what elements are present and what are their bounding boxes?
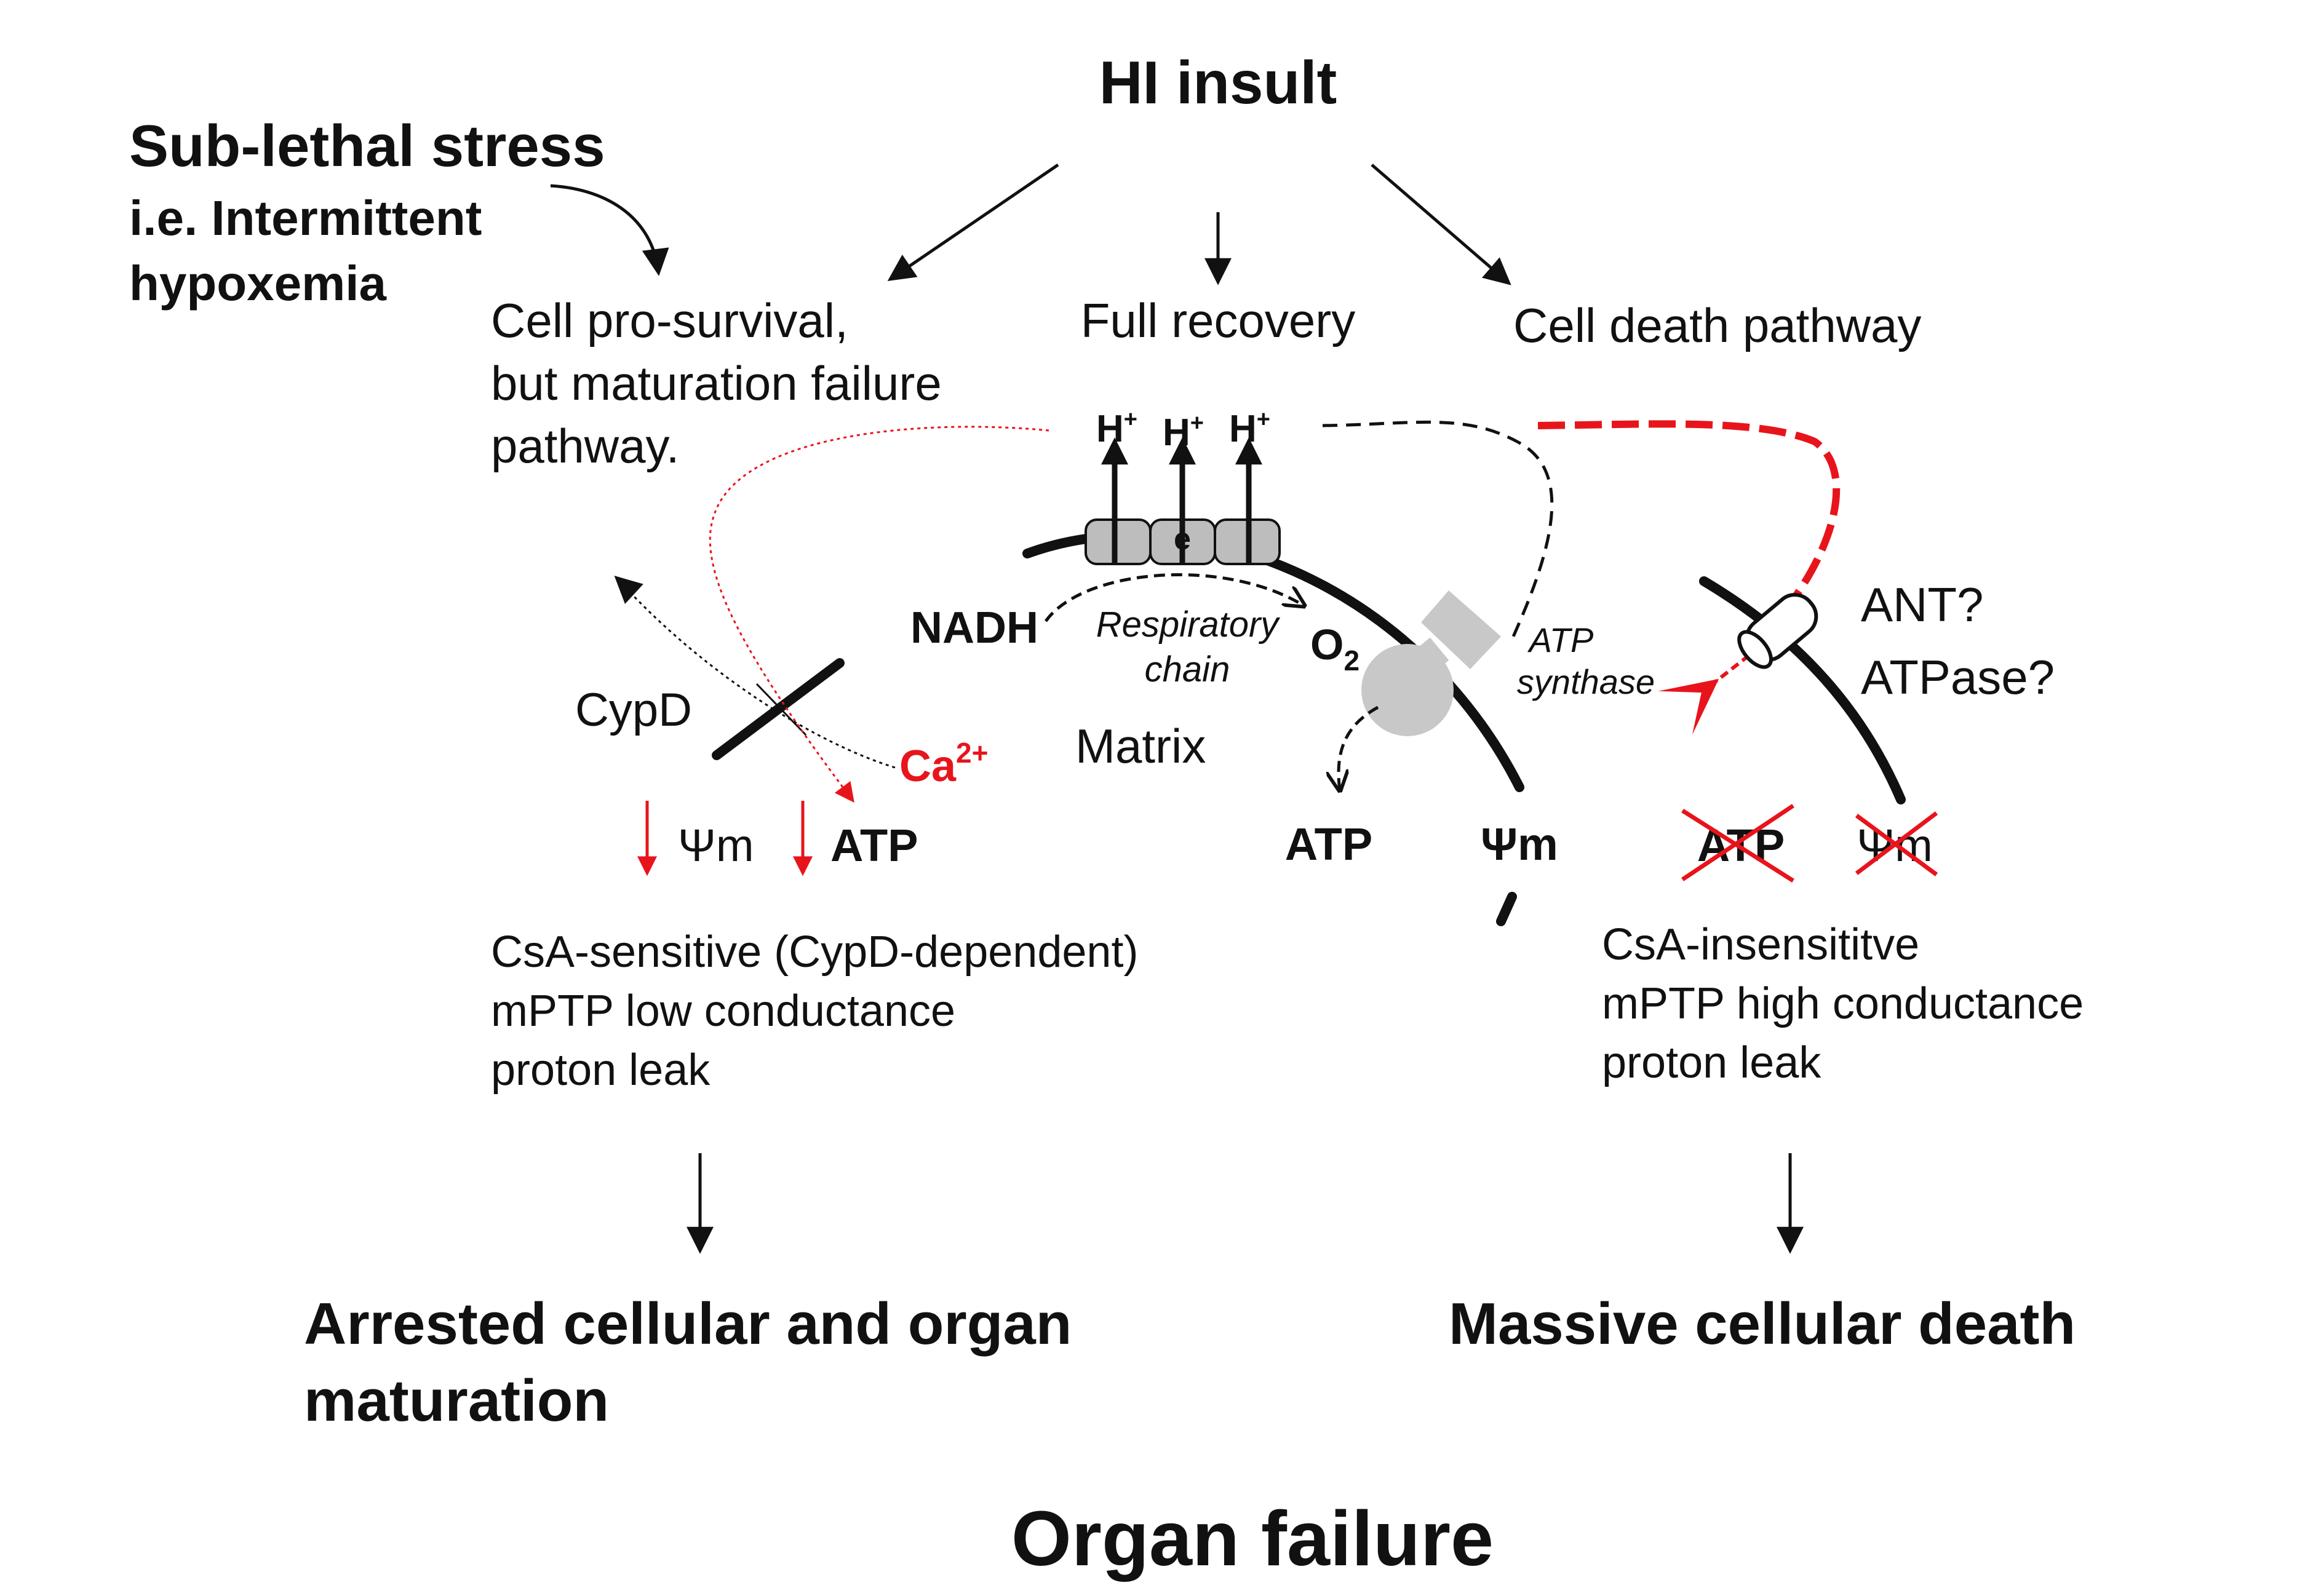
right-desc-line-2: mPTP high conductance (1602, 979, 2084, 1028)
oxygen-label: O2 (1310, 621, 1359, 677)
nadh-label: NADH (910, 603, 1038, 653)
psi-m-left-label: Ψm (678, 820, 754, 871)
pro-survival-line-3: pathway. (491, 419, 679, 473)
red-dashed-channel-path (1537, 420, 1841, 602)
left-desc-line-2: mPTP low conductance (491, 987, 955, 1036)
stress-line-1: i.e. Intermittent (129, 191, 482, 245)
stress-arrow (550, 184, 669, 276)
atp-synthase-line-2: synthase (1517, 662, 1655, 701)
calcium-leak-arrowhead (614, 576, 643, 605)
full-recovery-label: Full recovery (1081, 293, 1355, 347)
result-left-line-2: maturation (304, 1368, 609, 1434)
proton-return-dashed (1322, 420, 1554, 638)
atp-synthase-shape (1361, 590, 1501, 736)
proton-label-1: H+ (1096, 407, 1137, 450)
electron-flow-arrow (1044, 573, 1304, 622)
right-desc-line-1: CsA-insensititve (1602, 920, 1919, 969)
result-right-label: Massive cellular death (1449, 1291, 2076, 1357)
synthase-body (1361, 644, 1454, 736)
ant-channel-icon (1737, 593, 1818, 669)
arrow-to-cell-death (1371, 164, 1511, 285)
outer-membrane-arc (1699, 576, 1906, 804)
cypd-pore-bar (712, 658, 845, 760)
left-desc-line-3: proton leak (491, 1046, 711, 1095)
complex-1 (1085, 518, 1152, 565)
organ-failure-title: Organ failure (1011, 1495, 1494, 1582)
calcium-leak-dotted-path (618, 580, 896, 769)
atpase-label: ATPase? (1861, 650, 2055, 704)
synthase-head (1421, 590, 1501, 669)
calcium-label: Ca2+ (899, 737, 989, 791)
psi-cross-line-2 (1855, 814, 1938, 876)
atp-center-label: ATP (1285, 819, 1373, 870)
proton-label-2: H+ (1163, 410, 1204, 454)
matrix-label: Matrix (1075, 719, 1206, 773)
stress-line-2: hypoxemia (129, 256, 386, 311)
psi-m-center-label: Ψm (1481, 819, 1558, 870)
left-desc-line-1: CsA-sensitive (CypD-dependent) (491, 927, 1138, 977)
result-left-line-1: Arrested cellular and organ (304, 1291, 1072, 1357)
pro-survival-line-1: Cell pro-survival, (491, 293, 848, 347)
atp-cross-line-1 (1681, 804, 1794, 881)
pro-survival-line-2: but maturation failure (491, 356, 942, 410)
ant-label: ANT? (1861, 578, 1983, 632)
atp-left-label: ATP (830, 820, 918, 871)
atp-synthase-line-1: ATP (1527, 621, 1594, 659)
cell-death-label: Cell death pathway (1513, 298, 1921, 352)
respiratory-chain-line-1: Respiratory (1096, 605, 1281, 645)
sub-lethal-stress-title: Sub-lethal stress (129, 113, 605, 179)
cypd-label: CypD (575, 684, 692, 736)
respiratory-chain-line-2: chain (1145, 649, 1230, 689)
inner-membrane-fragment (1496, 892, 1517, 926)
arrow-to-pro-survival (887, 163, 1059, 281)
right-desc-line-3: proton leak (1602, 1038, 1821, 1087)
atp-synthesis-arrow (1339, 705, 1379, 790)
proton-label-3: H+ (1229, 407, 1270, 450)
hi-insult-title: HI insult (1099, 49, 1337, 116)
cypd-pore-slit (755, 683, 807, 736)
channel-end (1737, 630, 1773, 669)
atp-cross-line-2 (1681, 809, 1794, 883)
